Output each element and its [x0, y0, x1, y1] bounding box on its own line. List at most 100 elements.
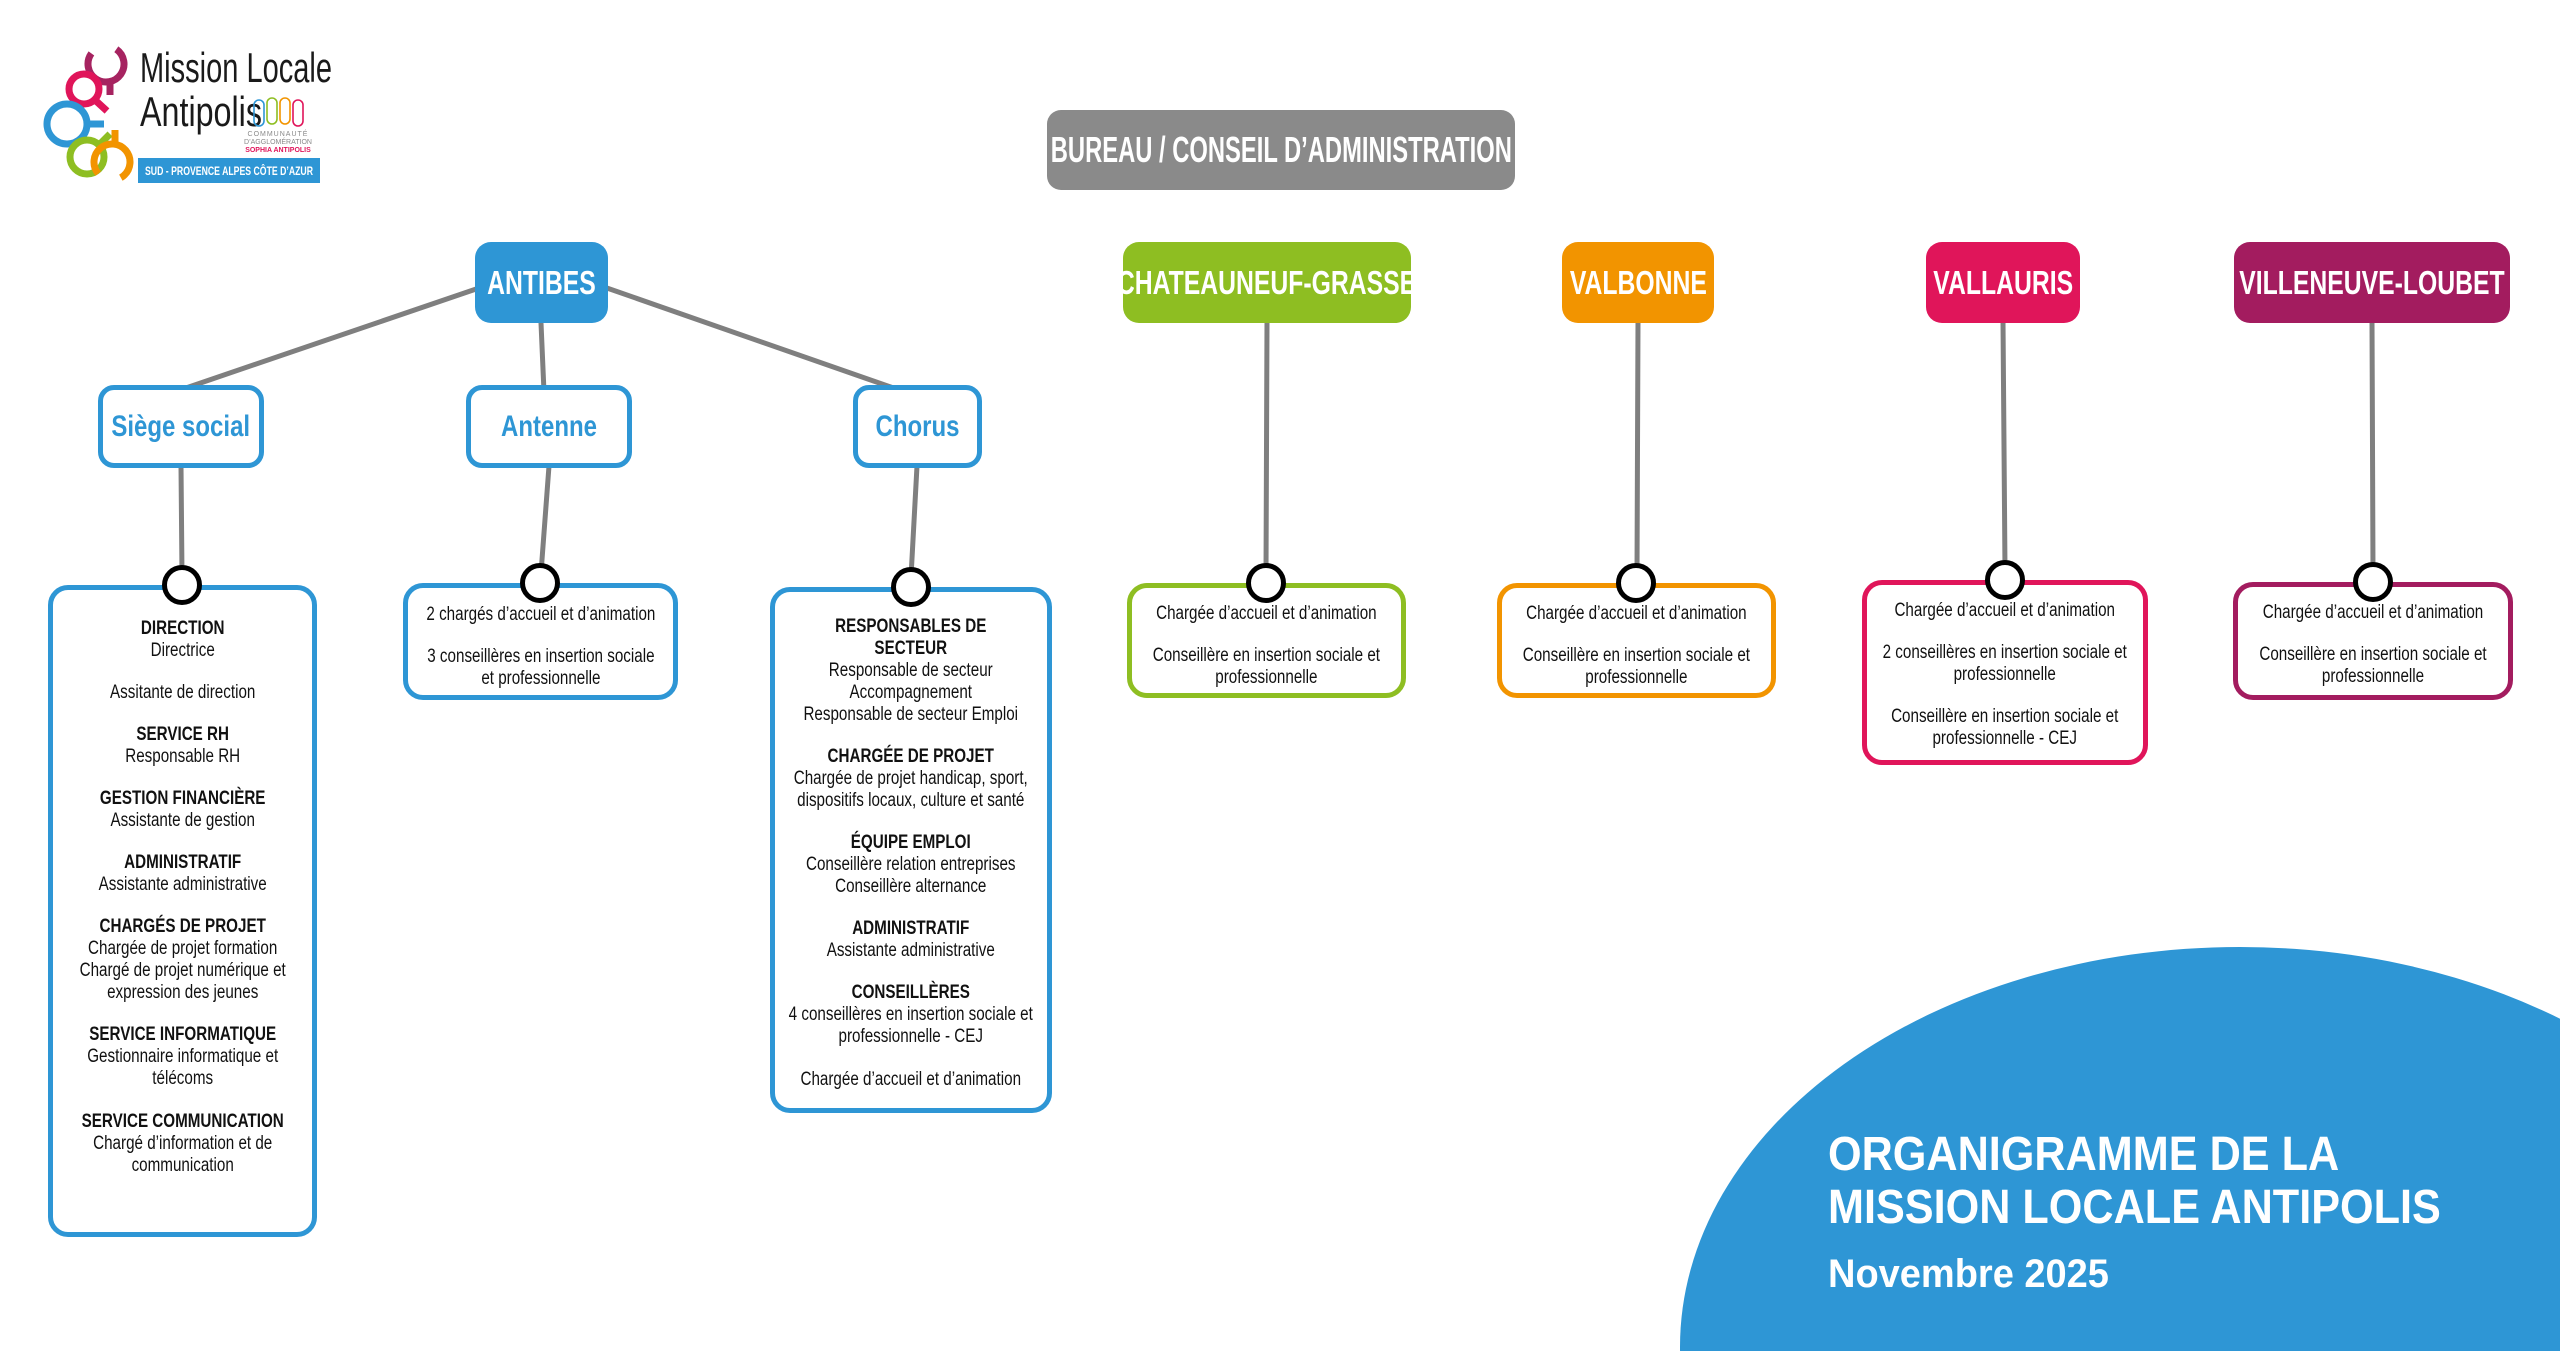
dot-vallauris: [1985, 560, 2025, 600]
logo-circle-orange: [90, 140, 134, 184]
staff-line: Conseillère en insertion sociale et prof…: [2259, 644, 2487, 688]
site-label-chorus: Chorus: [875, 409, 960, 443]
line-chorus-detail: [908, 463, 920, 580]
staff-line: Chargée d’accueil et d’animation: [1894, 600, 2116, 621]
logo-tail-green: [96, 131, 113, 148]
section-heading: ADMINISTRATIF: [123, 852, 242, 874]
city-box-valbonne: VALBONNE: [1562, 242, 1714, 323]
city-label-valbonne: VALBONNE: [1569, 263, 1707, 301]
logo-circle-green: [66, 136, 108, 178]
line-valbonne-detail: [1634, 318, 1641, 576]
staff-entry: Conseillère en insertion sociale et prof…: [1143, 645, 1390, 689]
section-heading: SERVICE INFORMATIQUE: [89, 1024, 276, 1046]
section-heading: ADMINISTRATIF: [852, 918, 970, 940]
logo-circle-blue: [43, 100, 91, 148]
staff-line: 2 conseillères en insertion sociale et p…: [1882, 642, 2128, 686]
staff-entry: Chargée d’accueil et d’animation: [1513, 603, 1760, 625]
detail-box-antenne: 2 chargés d’accueil et d’animation 3 con…: [403, 583, 678, 700]
site-box-chorus: Chorus: [853, 385, 982, 468]
site-label-antenne: Antenne: [501, 409, 597, 443]
line-villeneuve-detail: [2369, 318, 2376, 575]
staff-entry: Conseillère en insertion sociale et prof…: [1513, 645, 1760, 689]
staff-entry: Chargée d’accueil et d’animation: [1143, 603, 1390, 625]
badge-line2: D’AGGLOMÉRATION: [244, 137, 312, 146]
logo-banner-text: SUD - PROVENCE ALPES CÔTE D’AZUR: [145, 163, 313, 178]
site-box-siege-social: Siège social: [98, 385, 264, 468]
logo-banner-bg: [138, 158, 320, 183]
board-label: BUREAU / CONSEIL D’ADMINISTRATION: [1050, 129, 1512, 170]
staff-line: Conseillère en insertion sociale et prof…: [1522, 645, 1751, 689]
line-vallauris-detail: [2000, 318, 2008, 573]
section-chargee-projet: CHARGÉE DE PROJET Chargée de projet hand…: [788, 746, 1034, 812]
staff-line: Responsable de secteur Emploi: [803, 704, 1019, 726]
city-box-villeneuve-loubet: VILLENEUVE-LOUBET: [2234, 242, 2510, 323]
dot-siege: [162, 565, 202, 605]
dot-villeneuve: [2353, 562, 2393, 602]
staff-line: Chargé de projet numérique et expression…: [79, 960, 286, 1004]
badge-figure-3: [279, 97, 291, 125]
section-heading: SERVICE COMMUNICATION: [81, 1110, 284, 1132]
staff-line: 2 chargés d’accueil et d’animation: [426, 604, 656, 625]
city-label-vallauris: VALLAURIS: [1933, 263, 2073, 301]
staff-line: Chargée d’accueil et d’animation: [800, 1068, 1022, 1090]
section-administratif: ADMINISTRATIF Assistante administrative: [66, 852, 299, 896]
badge-figure-4: [292, 99, 304, 127]
staff-entry: 2 conseillères en insertion sociale et p…: [1878, 642, 2132, 686]
staff-line: 3 conseillères en insertion sociale et p…: [426, 646, 655, 690]
section-administratif: ADMINISTRATIF Assistante administrative: [788, 918, 1034, 962]
logo-graphic: Mission Locale Antipolis COMMUNAUTÉ D’AG…: [43, 42, 332, 184]
staff-entry: Chargée d’accueil et d’animation: [1878, 600, 2132, 622]
staff-line: Responsable de secteur Accompagnement: [829, 660, 993, 704]
staff-line: Chargée de projet handicap, sport, dispo…: [793, 768, 1029, 812]
section-chargee-accueil: Chargée d’accueil et d’animation: [788, 1069, 1034, 1091]
staff-line: Directrice: [150, 640, 215, 662]
detail-box-vallauris: Chargée d’accueil et d’animation 2 conse…: [1862, 580, 2148, 765]
section-service-informatique: SERVICE INFORMATIQUE Gestionnaire inform…: [66, 1024, 299, 1090]
staff-line: Chargée d’accueil et d’animation: [2262, 602, 2484, 623]
detail-box-chorus: RESPONSABLES DE SECTEUR Responsable de s…: [770, 587, 1052, 1113]
line-siege-detail: [178, 463, 185, 578]
staff-entry: Chargée d’accueil et d’animation: [2249, 602, 2497, 624]
section-responsables-secteur: RESPONSABLES DE SECTEUR Responsable de s…: [788, 616, 1034, 726]
staff-line: Assistante administrative: [826, 940, 996, 962]
staff-line: Gestionnaire informatique et télécoms: [87, 1046, 278, 1090]
section-direction: DIRECTION Directrice: [66, 618, 299, 662]
staff-line: Assistante de gestion: [110, 810, 255, 832]
section-conseilleres: CONSEILLÈRES 4 conseillères en insertion…: [788, 982, 1034, 1048]
city-label-villeneuve-loubet: VILLENEUVE-LOUBET: [2239, 263, 2505, 301]
staff-line: Chargé d’information et de communication: [92, 1132, 273, 1176]
staff-line: Conseillère en insertion sociale et prof…: [1891, 706, 2119, 750]
footer-title-line2: MISSION LOCALE ANTIPOLIS: [1828, 1181, 2441, 1234]
staff-line: Assistante administrative: [98, 874, 267, 896]
org-logo: Mission Locale Antipolis COMMUNAUTÉ D’AG…: [40, 40, 340, 190]
staff-line: 4 conseillères en insertion sociale et p…: [788, 1004, 1034, 1048]
badge-figure-1: [253, 99, 265, 127]
staff-line: Chargée de projet formation: [87, 938, 278, 960]
staff-line: Chargée d’accueil et d’animation: [1156, 603, 1377, 624]
section-heading: SERVICE RH: [136, 724, 229, 746]
site-label-siege-social: Siège social: [111, 409, 251, 443]
logo-circle-pink: [65, 70, 103, 108]
city-label-antibes: ANTIBES: [487, 263, 596, 301]
section-heading: CHARGÉE DE PROJET: [827, 746, 995, 768]
line-antenne-detail: [538, 463, 552, 576]
badge-figure-2: [266, 97, 278, 125]
footer-title-line1: ORGANIGRAMME DE LA: [1828, 1128, 2340, 1181]
line-antibes-siege: [177, 284, 485, 393]
footer-date: Novembre 2025: [1828, 1252, 2109, 1296]
staff-line: Conseillère en insertion sociale et prof…: [1152, 645, 1381, 689]
staff-line: Assitante de direction: [109, 682, 256, 704]
site-box-antenne: Antenne: [466, 385, 632, 468]
logo-tail-pink: [92, 97, 110, 114]
dot-chorus: [891, 567, 931, 607]
dot-valbonne: [1616, 563, 1656, 603]
city-box-chateauneuf-grasse: CHATEAUNEUF-GRASSE: [1117, 242, 1417, 323]
section-heading: ÉQUIPE EMPLOI: [851, 832, 971, 854]
section-charges-projet: CHARGÉS DE PROJET Chargée de projet form…: [66, 916, 299, 1004]
line-chateauneuf-detail: [1263, 318, 1270, 576]
logo-name-line1: Mission Locale: [140, 44, 332, 91]
section-equipe-emploi: ÉQUIPE EMPLOI Conseillère relation entre…: [788, 832, 1034, 898]
city-box-vallauris: VALLAURIS: [1926, 242, 2080, 323]
